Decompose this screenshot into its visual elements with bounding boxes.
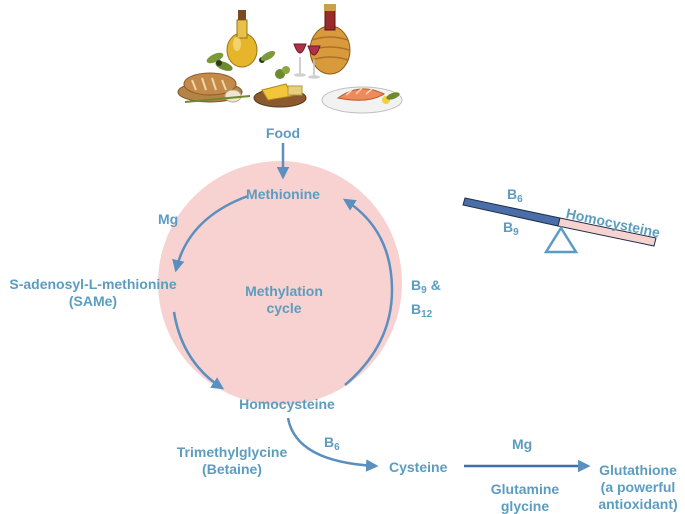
glutamine-line: Glutamine [490, 481, 560, 497]
glutathione-line1: Glutathione [599, 462, 677, 478]
seesaw-b6-label: B6 [507, 186, 523, 205]
olive-sprig-icon [206, 50, 276, 71]
methionine-to-same-arrow [172, 194, 249, 273]
homocysteine-to-methionine-arrow [342, 198, 394, 386]
glutamine-glycine-label: Glutamine glycine [482, 481, 568, 514]
same-label: S-adenosyl-L-methionine (SAMe) [0, 276, 186, 310]
homocysteine-to-cysteine-arrow [286, 417, 379, 472]
seesaw-homocysteine-side [557, 217, 657, 247]
homocysteine-label: Homocysteine [239, 396, 335, 412]
mg-label-bottom: Mg [512, 436, 533, 452]
same-to-homocysteine-arrow [172, 311, 225, 390]
trimethylglycine-line2: (Betaine) [202, 461, 262, 477]
cysteine-label: Cysteine [389, 459, 448, 475]
glutathione-line3: antioxidant) [598, 496, 678, 512]
salmon-plate-icon [321, 86, 403, 114]
b9-and-line: B9& [411, 277, 441, 296]
glutathione-label: Glutathione (a powerful antioxidant) [592, 462, 684, 513]
glutathione-line2: (a powerful [600, 479, 676, 495]
cheese-board-icon [253, 66, 307, 108]
wine-glasses-icon [293, 43, 321, 79]
glycine-line: glycine [500, 498, 550, 514]
b6-label-bottom: B6 [324, 434, 340, 453]
methylation-cycle-line2: cycle [266, 300, 302, 316]
wine-bottle-icon [309, 4, 351, 75]
seesaw-b9-label: B9 [503, 219, 519, 238]
seesaw-fulcrum [543, 225, 579, 254]
trimethylglycine-line1: Trimethylglycine [176, 444, 288, 460]
b9-b12-label: B9& B12 [411, 276, 441, 324]
mg-label-cycle: Mg [158, 211, 179, 227]
seesaw-balance [462, 197, 657, 254]
methylation-cycle-label: Methylation cycle [234, 283, 334, 317]
methylation-cycle-line1: Methylation [245, 283, 323, 299]
methylation-cycle-circle [158, 161, 402, 405]
methionine-label: Methionine [246, 186, 320, 202]
same-label-line1: S-adenosyl-L-methionine [9, 276, 177, 292]
same-label-line2: (SAMe) [68, 293, 118, 309]
olive-oil-bottle-icon [226, 10, 258, 68]
food-label: Food [265, 125, 301, 141]
trimethylglycine-label: Trimethylglycine (Betaine) [166, 444, 298, 478]
bread-icon [177, 72, 251, 103]
b12-line: B12 [411, 301, 433, 320]
food-illustration [177, 4, 403, 114]
